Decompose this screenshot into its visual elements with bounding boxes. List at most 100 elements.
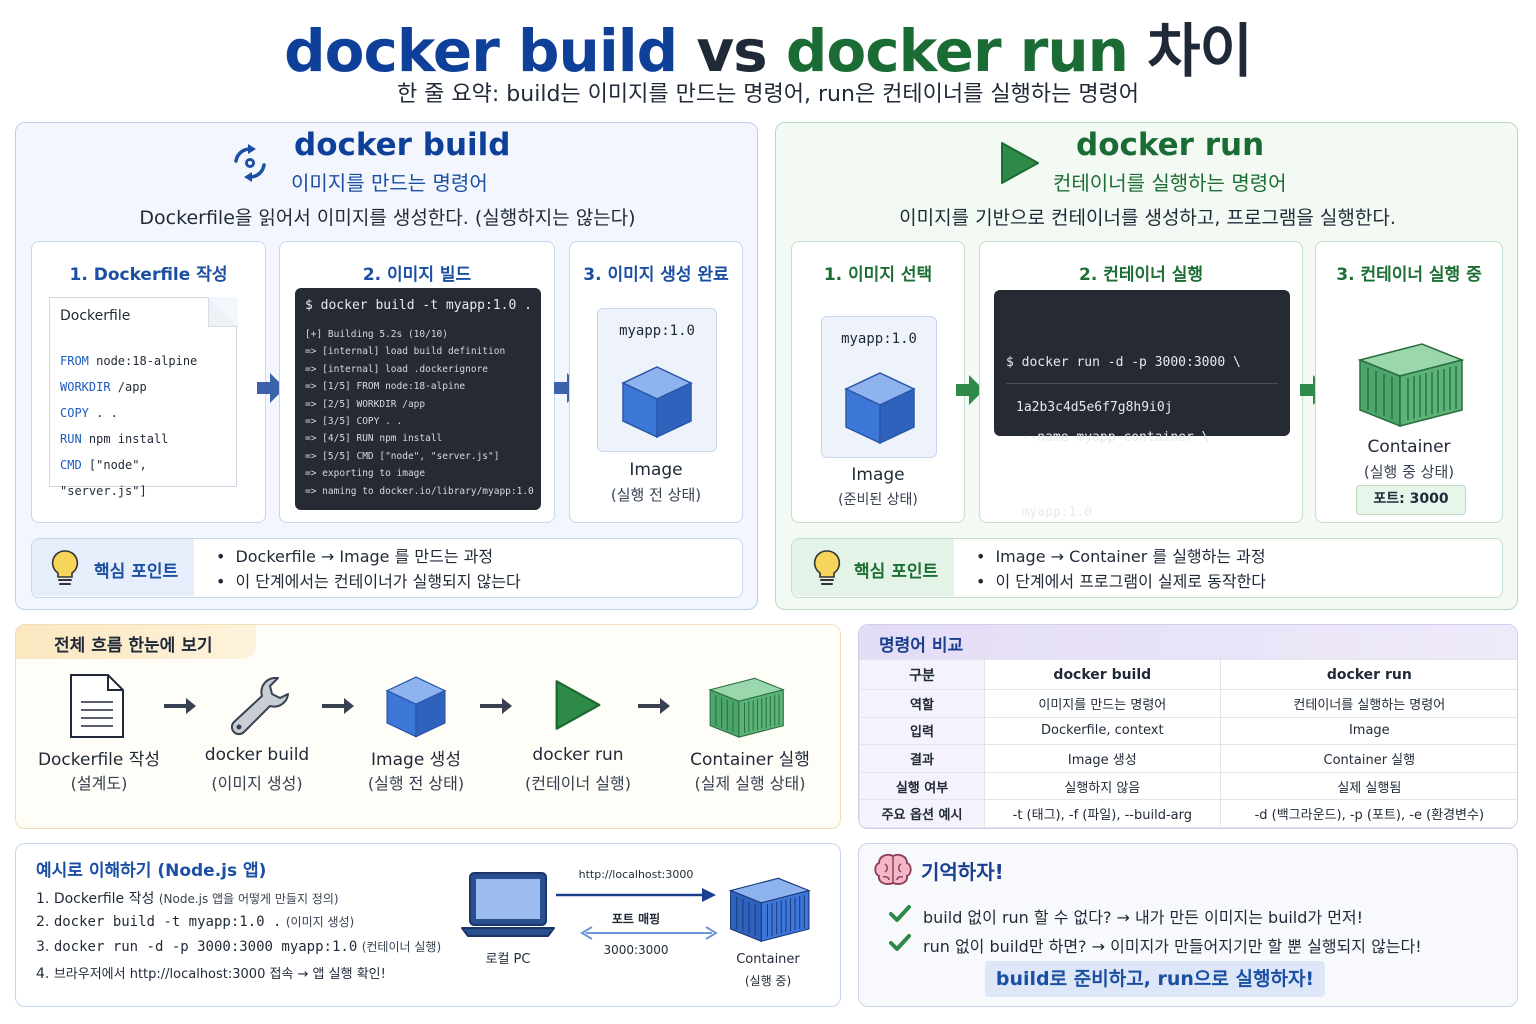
remember-panel: 기억하자! build 없이 run 할 수 없다? → 내가 만든 이미지는 … — [858, 843, 1518, 1007]
brain-icon — [874, 853, 912, 885]
arrow-right-icon — [164, 698, 196, 714]
table-row: 주요 옵션 예시 -t (태그), -f (파일), --build-arg -… — [859, 799, 1517, 828]
image-state: (실행 전 상태) — [610, 486, 702, 504]
arrow-right-icon — [956, 375, 984, 405]
dockerfile-line: RUN npm install — [60, 432, 169, 446]
run-step1-card: 1. 이미지 선택 myapp:1.0 Image (준비된 상태) — [791, 241, 965, 523]
example-panel: 예시로 이해하기 (Node.js 앱) 1. Dockerfile 작성 (N… — [15, 843, 841, 1007]
flow-sub: (실행 전 상태) — [367, 774, 465, 793]
run-terminal: $ docker run -d -p 3000:3000 \ --name my… — [994, 290, 1290, 520]
bullet-item: Image → Container 를 실행하는 과정 — [976, 544, 1266, 569]
run-panel: docker run 컨테이너를 실행하는 명령어 이미지를 기반으로 컨테이너… — [775, 122, 1518, 610]
document-icon — [70, 674, 124, 738]
table-row: 입력 Dockerfile, context Image — [859, 716, 1517, 746]
flow-label: docker run — [532, 745, 624, 765]
motto-banner: build로 준비하고, run으로 실행하자! — [985, 961, 1325, 997]
flow-label: Image 생성 — [371, 750, 461, 770]
build-output-line: [+] Building 5.2s (10/10) — [305, 329, 448, 340]
table-header: docker run — [1219, 659, 1517, 690]
example-step: 4. 브라우저에서 http://localhost:3000 접속 → 앱 실… — [36, 966, 386, 982]
table-header-row: 구분 docker build docker run — [859, 659, 1517, 690]
table-cell: 이미지를 만드는 명령어 — [984, 689, 1221, 718]
play-icon — [555, 680, 601, 730]
run-step1-title: 1. 이미지 선택 — [823, 265, 933, 285]
table-cell: Dockerfile, context — [984, 716, 1221, 746]
flow-title: 전체 흐름 한눈에 보기 — [54, 636, 213, 656]
run-step3-card: 3. 컨테이너 실행 중 Container (실행 중 상태) 포트: 300… — [1315, 241, 1503, 523]
build-terminal: $ docker build -t myapp:1.0 . [+] Buildi… — [295, 288, 541, 510]
flow-tab — [16, 625, 256, 659]
build-key-bullets: Dockerfile → Image 를 만드는 과정 이 단계에서는 컨테이너… — [216, 544, 521, 594]
title-build: docker build — [284, 17, 678, 85]
dockerfile-line: CMD ["node", "server.js"] — [60, 458, 147, 498]
pc-label: 로컬 PC — [485, 952, 531, 967]
table-cell: 입력 — [859, 716, 985, 746]
dockerfile-name: Dockerfile — [60, 308, 131, 324]
example-title: 예시로 이해하기 (Node.js 앱) — [36, 861, 267, 881]
title-vs: vs — [696, 17, 767, 85]
compare-title: 명령어 비교 — [879, 636, 964, 656]
table-row: 실행 여부 실행하지 않음 실제 실행됨 — [859, 771, 1517, 801]
run-step3-title: 3. 컨테이너 실행 중 — [1336, 265, 1482, 285]
build-output-line: => [3/5] COPY . . — [305, 416, 403, 428]
table-cell: 실제 실행됨 — [1219, 771, 1517, 801]
run-title: docker run — [1076, 127, 1265, 163]
table-header: 구분 — [859, 659, 985, 690]
build-key-point: 핵심 포인트 Dockerfile → Image 를 만드는 과정 이 단계에… — [31, 538, 743, 598]
container-state: (실행 중 상태) — [1363, 463, 1455, 481]
play-icon — [1001, 142, 1039, 184]
build-output-line: => naming to docker.io/library/myapp:1.0 — [305, 485, 534, 497]
lightbulb-icon — [813, 550, 841, 585]
dockerfile-doc: Dockerfile FROM node:18-alpine WORKDIR /… — [49, 296, 238, 498]
image-cube-icon — [844, 372, 916, 445]
build-step3-card: 3. 이미지 생성 완료 myapp:1.0 Image (실행 전 상태) — [569, 241, 743, 523]
request-arrow-icon — [556, 888, 716, 902]
table-cell: 컨테이너를 실행하는 명령어 — [1219, 689, 1517, 718]
flow-panel: 전체 흐름 한눈에 보기 — [15, 624, 841, 829]
build-panel: docker build 이미지를 만드는 명령어 Dockerfile을 읽어… — [15, 122, 758, 610]
title-difference: 차이 — [1147, 17, 1253, 85]
container-icon — [728, 877, 811, 943]
flow-label: Container 실행 — [690, 750, 810, 770]
image-box: myapp:1.0 — [821, 316, 937, 458]
example-container-label: Container — [736, 952, 800, 967]
example-container-state: (실행 중) — [744, 974, 792, 988]
image-cube-icon — [621, 366, 693, 439]
port-badge: 포트: 3000 — [1356, 485, 1466, 515]
bullet-item: 이 단계에서는 컨테이너가 실행되지 않는다 — [216, 569, 520, 594]
arrow-right-icon — [480, 698, 512, 714]
image-box: myapp:1.0 — [597, 308, 717, 452]
flow-sub: (설계도) — [70, 774, 128, 793]
arrow-right-icon — [322, 698, 354, 714]
build-description: Dockerfile을 읽어서 이미지를 생성한다. (실행하지는 않는다) — [139, 207, 636, 229]
example-step: 2. docker build -t myapp:1.0 . (이미지 생성) — [36, 914, 355, 930]
table-row: 결과 Image 생성 Container 실행 — [859, 744, 1517, 773]
run-step2-title: 2. 컨테이너 실행 — [1079, 265, 1203, 285]
flow-sub: (실제 실행 상태) — [694, 774, 806, 793]
page-title: docker build vs docker run 차이 — [0, 4, 1536, 88]
compare-table: 구분 docker build docker run 역할 이미지를 만드는 명… — [859, 659, 1517, 828]
build-output-line: => [4/5] RUN npm install — [305, 433, 443, 445]
dockerfile-line: WORKDIR /app — [60, 380, 147, 394]
build-output-line: => [5/5] CMD ["node", "server.js"] — [305, 450, 500, 462]
dockerfile-line: FROM node:18-alpine — [60, 354, 198, 368]
image-label: Image — [629, 460, 683, 480]
run-key-label: 핵심 포인트 — [854, 562, 939, 582]
build-step1-title: 1. Dockerfile 작성 — [69, 265, 228, 285]
build-output-line: => [internal] load build definition — [305, 346, 506, 358]
image-tag: myapp:1.0 — [619, 323, 695, 339]
run-command-line: --name myapp-container \ — [1006, 430, 1210, 445]
image-tag: myapp:1.0 — [841, 331, 917, 347]
run-command-line: myapp:1.0 — [1006, 505, 1093, 520]
build-key-label: 핵심 포인트 — [94, 562, 179, 582]
arrow-right-icon — [257, 373, 285, 403]
arrow-right-icon — [638, 698, 670, 714]
container-icon — [708, 677, 786, 738]
build-subtitle: 이미지를 만드는 명령어 — [291, 171, 488, 195]
table-cell: Container 실행 — [1219, 744, 1517, 773]
bullet-item: Dockerfile → Image 를 만드는 과정 — [216, 544, 521, 569]
table-cell: 실행 여부 — [859, 771, 985, 801]
arrow-right-icon — [554, 373, 582, 403]
url-label: http://localhost:3000 — [578, 868, 694, 881]
table-cell: 주요 옵션 예시 — [859, 799, 985, 828]
